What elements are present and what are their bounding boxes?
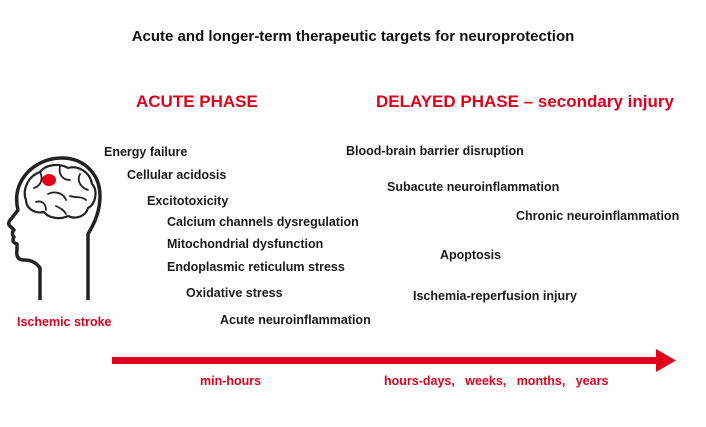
- timeline-arrow: [112, 349, 676, 372]
- brain-folds: [33, 165, 89, 215]
- acute-item-acute-neuroinflammation: Acute neuroinflammation: [220, 313, 371, 327]
- brain-outline: [23, 163, 97, 220]
- acute-item-mitochondrial-dysfunction: Mitochondrial dysfunction: [167, 237, 324, 251]
- acute-item-excitotoxicity: Excitotoxicity: [147, 194, 229, 208]
- delayed-phase-heading: DELAYED PHASE – secondary injury: [376, 92, 674, 111]
- acute-item-oxidative-stress: Oxidative stress: [186, 286, 283, 300]
- timeline-arrow-head: [656, 349, 676, 372]
- lesion-marker: [42, 174, 56, 186]
- acute-item-er-stress: Endoplasmic reticulum stress: [167, 260, 345, 274]
- acute-item-calcium-channels: Calcium channels dysregulation: [167, 215, 359, 229]
- timeline-end-label: hours-days, weeks, months, years: [384, 374, 609, 388]
- delayed-item-subacute-neuroinflammation: Subacute neuroinflammation: [387, 180, 560, 194]
- head-outline: [7, 156, 102, 300]
- delayed-item-chronic-neuroinflammation: Chronic neuroinflammation: [516, 209, 680, 223]
- acute-item-cellular-acidosis: Cellular acidosis: [127, 168, 227, 182]
- head-with-brain-icon: [7, 156, 102, 300]
- delayed-item-bbb-disruption: Blood-brain barrier disruption: [346, 144, 524, 158]
- acute-phase-heading: ACUTE PHASE: [136, 92, 258, 111]
- timeline-arrow-shaft: [112, 357, 662, 364]
- timeline-start-label: min-hours: [200, 374, 262, 388]
- acute-item-energy-failure: Energy failure: [104, 145, 188, 159]
- diagram-title: Acute and longer-term therapeutic target…: [131, 28, 575, 45]
- delayed-item-ischemia-reperfusion: Ischemia-reperfusion injury: [413, 289, 577, 303]
- stroke-label: Ischemic stroke: [17, 315, 112, 329]
- delayed-item-apoptosis: Apoptosis: [440, 248, 502, 262]
